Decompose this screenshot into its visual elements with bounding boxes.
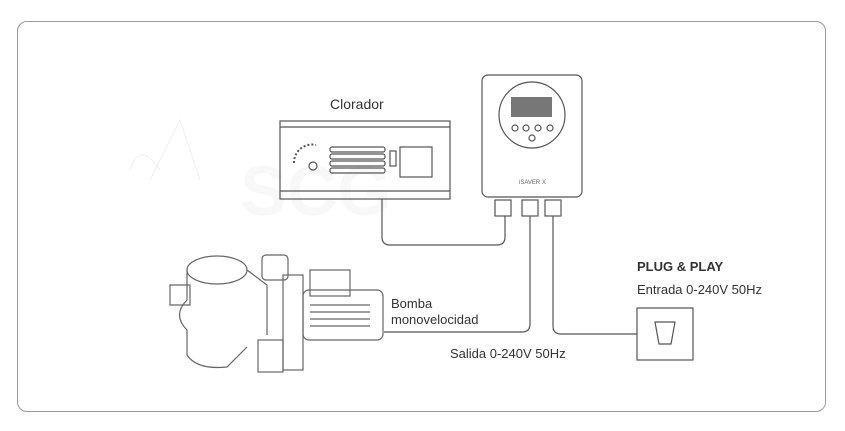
- output-label: Salida 0-240V 50Hz: [450, 346, 566, 361]
- dial-icon: [292, 143, 317, 164]
- plug-socket-icon: [636, 307, 694, 361]
- pump-illustration: [169, 254, 384, 373]
- input-label: Entrada 0-240V 50Hz: [637, 282, 763, 297]
- diagram-frame: [17, 21, 826, 412]
- chlorinator-wire: [381, 199, 506, 246]
- plug-wire: [552, 216, 637, 335]
- chlorinator-label: Clorador: [330, 96, 384, 112]
- controller-brand-label: iSAVER X: [519, 180, 546, 186]
- pump-wire: [384, 216, 531, 333]
- chlorinator-unit: [279, 120, 451, 200]
- display-screen: [511, 97, 552, 117]
- pump-label-line1: Bomba: [391, 296, 433, 311]
- pump-label-line2: monovelocidad: [391, 312, 479, 327]
- plug-and-play-title: PLUG & PLAY: [637, 259, 724, 274]
- watermark-logo: SCG: [129, 118, 392, 230]
- controller-unit: [481, 74, 583, 217]
